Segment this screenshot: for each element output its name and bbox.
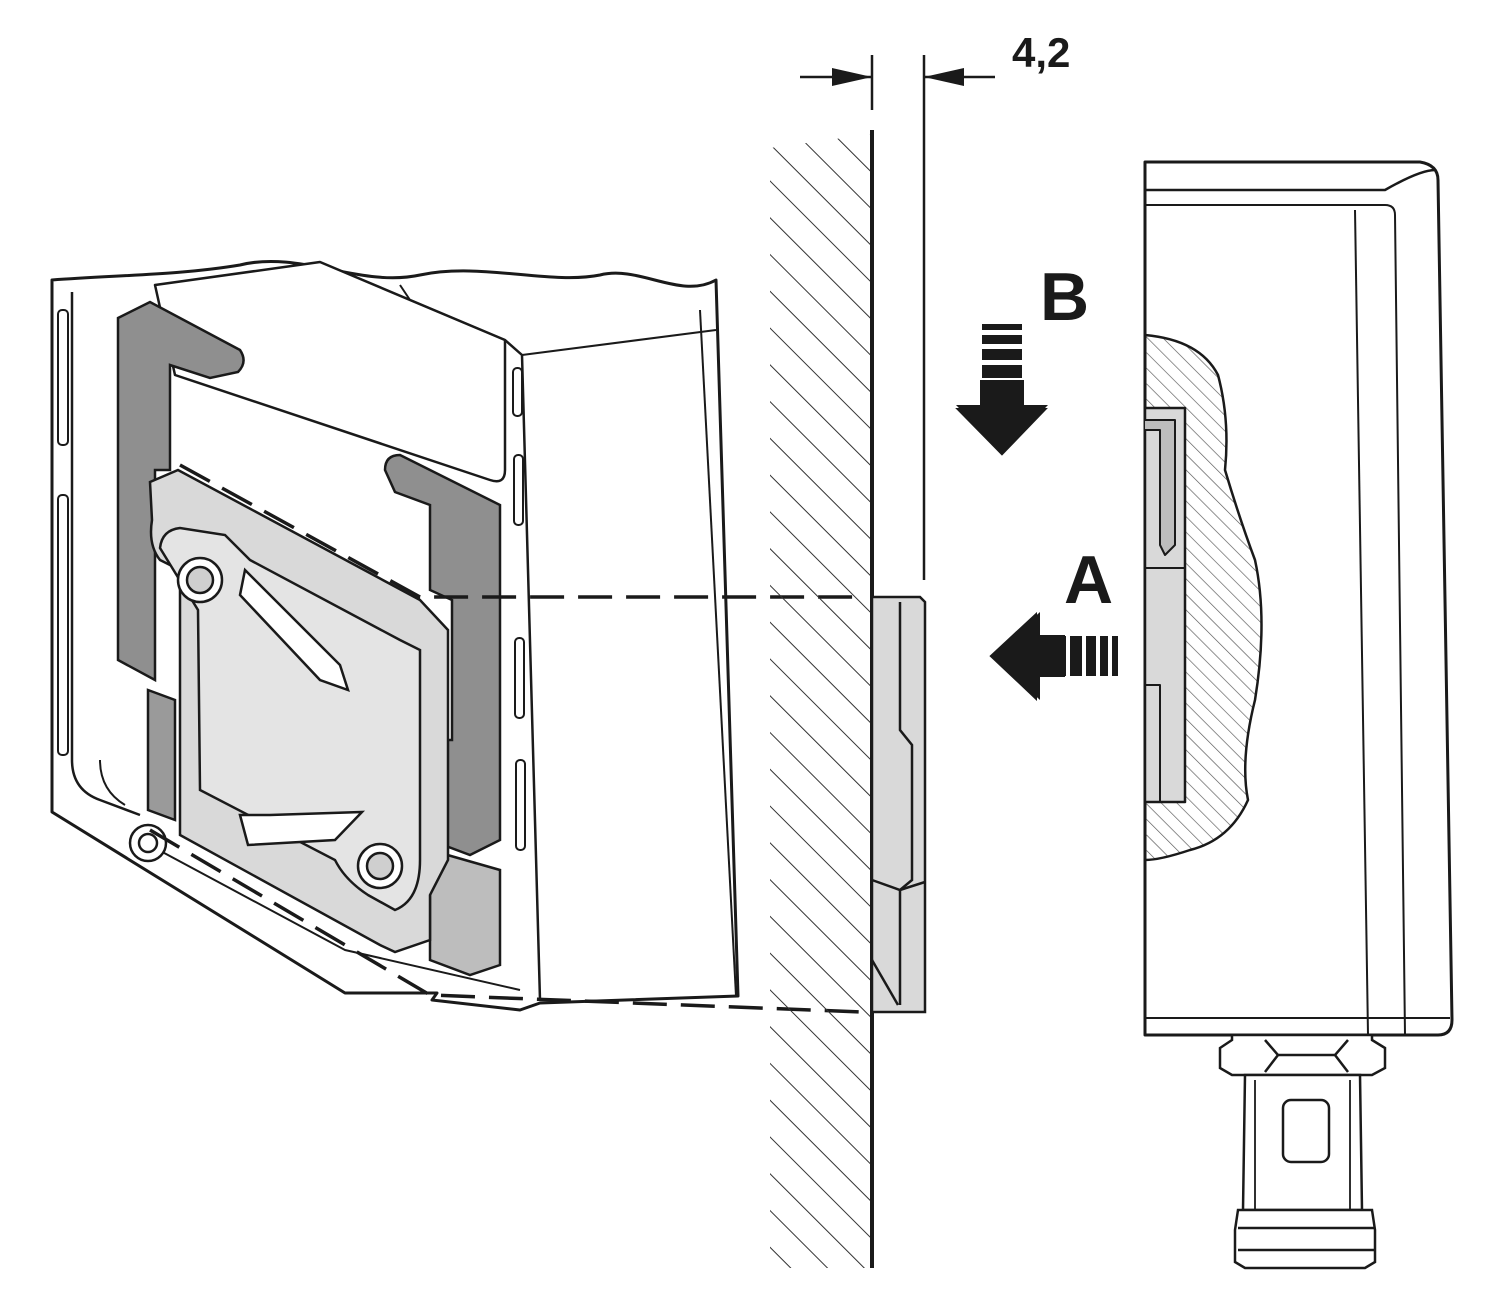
cable-connector bbox=[1218, 1033, 1387, 1270]
mounting-wall bbox=[770, 130, 874, 1268]
dimension-4-2 bbox=[800, 55, 995, 580]
step-b-label: B bbox=[1040, 259, 1089, 335]
wall-plate-profile bbox=[870, 595, 927, 1014]
step-a-label: A bbox=[1064, 542, 1113, 618]
screw-icon bbox=[128, 823, 168, 863]
arrow-down-icon bbox=[940, 324, 1063, 465]
device-side-view bbox=[1143, 160, 1454, 1037]
arrow-left-icon bbox=[980, 598, 1118, 715]
device-clips bbox=[116, 300, 502, 977]
mounting-plate bbox=[148, 468, 450, 954]
dimension-label: 4,2 bbox=[1012, 29, 1070, 76]
projection-lines bbox=[149, 463, 863, 1014]
